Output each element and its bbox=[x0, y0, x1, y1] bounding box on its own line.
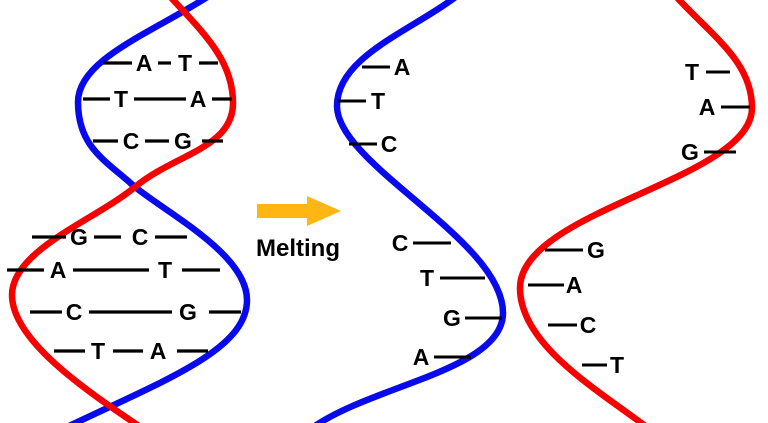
base-pair-row-7: T A bbox=[54, 338, 208, 364]
base-letter: A bbox=[136, 50, 153, 76]
base-letter: C bbox=[66, 299, 83, 325]
red-base-6: C bbox=[548, 312, 596, 338]
blue-base-5: T bbox=[420, 265, 485, 291]
base-pair-row-2: T A bbox=[83, 86, 232, 112]
red-base-7: T bbox=[582, 352, 624, 378]
base-letter: C bbox=[392, 230, 409, 256]
red-base-2: A bbox=[699, 94, 750, 120]
base-letter: G bbox=[174, 128, 192, 154]
red-base-4: G bbox=[545, 237, 605, 263]
base-letter: T bbox=[91, 338, 105, 364]
base-letter: A bbox=[394, 54, 411, 80]
base-letter: T bbox=[178, 50, 192, 76]
base-letter: C bbox=[381, 131, 398, 157]
base-letter: A bbox=[150, 338, 167, 364]
base-pair-row-4: G C bbox=[32, 224, 187, 250]
blue-base-2: T bbox=[338, 88, 385, 114]
base-letter: T bbox=[420, 265, 434, 291]
base-pair-row-3: C G bbox=[93, 128, 223, 154]
melting-arrow-group: Melting bbox=[256, 196, 341, 262]
red-base-1: T bbox=[685, 59, 730, 85]
separated-red-strand: T A G G A C T bbox=[516, 0, 756, 423]
base-letter: A bbox=[413, 344, 430, 370]
blue-base-3: C bbox=[349, 131, 397, 157]
separated-red-strand-curve bbox=[516, 0, 756, 423]
helix-red-strand bbox=[8, 0, 237, 423]
separated-blue-strand: A T C C T G A bbox=[313, 0, 507, 423]
base-letter: C bbox=[132, 224, 149, 250]
base-letter: G bbox=[443, 305, 461, 331]
red-base-3: G bbox=[681, 139, 736, 165]
separated-blue-strand-curve bbox=[313, 0, 507, 423]
melting-label: Melting bbox=[256, 235, 340, 262]
red-base-5: A bbox=[528, 272, 582, 298]
base-letter: A bbox=[566, 272, 583, 298]
right-arrow-icon bbox=[257, 196, 341, 226]
base-letter: G bbox=[70, 224, 88, 250]
blue-base-6: G bbox=[443, 305, 502, 331]
base-letter: T bbox=[371, 88, 385, 114]
base-letter: A bbox=[190, 86, 207, 112]
base-letter: G bbox=[681, 139, 699, 165]
base-letter: A bbox=[699, 94, 716, 120]
base-letter: T bbox=[610, 352, 624, 378]
left-double-helix: A T T A C G G C A bbox=[7, 0, 251, 423]
base-letter: T bbox=[114, 86, 128, 112]
base-letter: C bbox=[580, 312, 597, 338]
base-letter: A bbox=[50, 257, 67, 283]
base-pair-row-1: A T bbox=[103, 50, 218, 76]
base-pair-row-5: A T bbox=[7, 257, 220, 283]
base-letter: T bbox=[685, 59, 699, 85]
base-letter: T bbox=[158, 257, 172, 283]
base-letter: C bbox=[123, 128, 140, 154]
base-letter: G bbox=[587, 237, 605, 263]
blue-base-4: C bbox=[392, 230, 451, 256]
helix-blue-strand bbox=[67, 0, 251, 423]
blue-base-1: A bbox=[362, 54, 410, 80]
base-pair-row-6: C G bbox=[30, 299, 241, 325]
base-letter: G bbox=[179, 299, 197, 325]
blue-base-7: A bbox=[413, 344, 471, 370]
